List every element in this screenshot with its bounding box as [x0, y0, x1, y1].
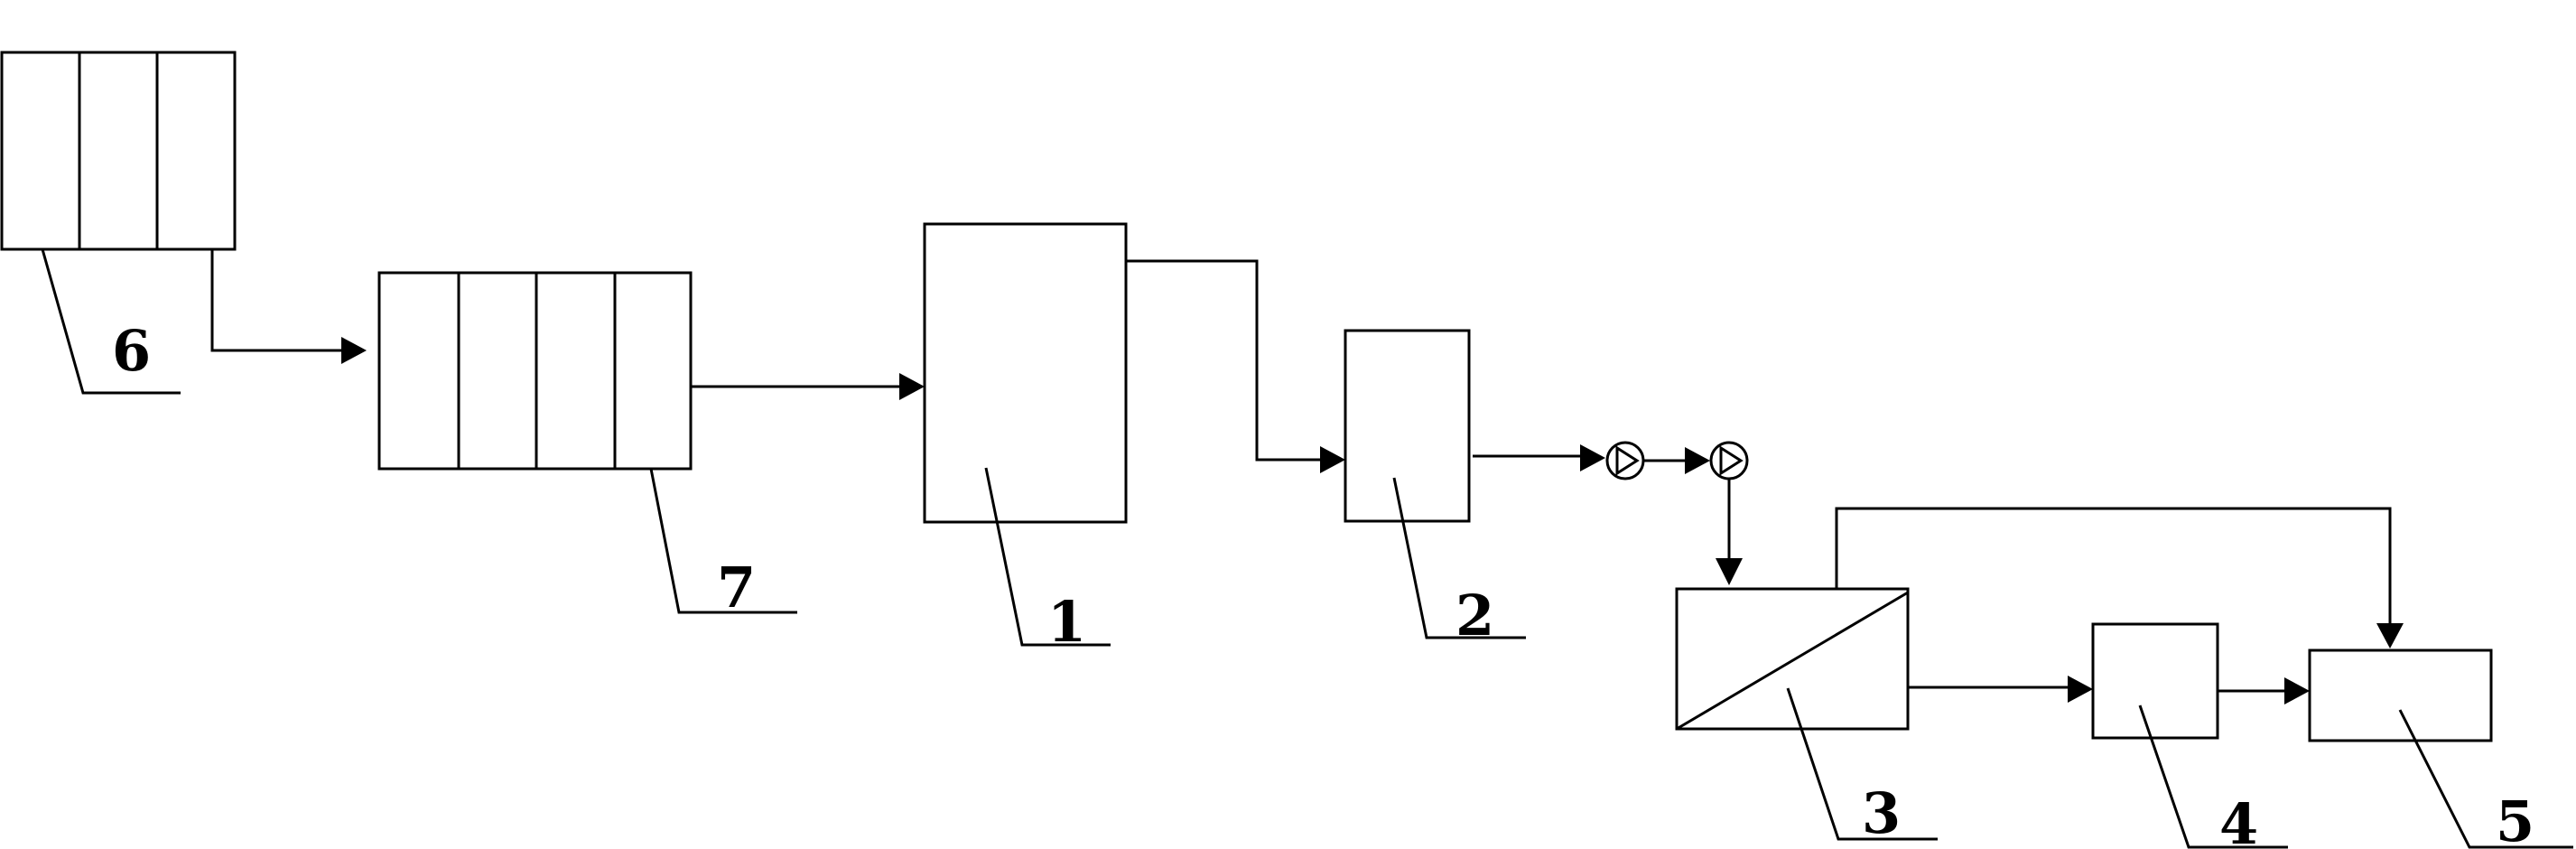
unit-5 [2308, 648, 2493, 742]
flow-3-to-4 [1908, 676, 2093, 703]
arrowhead-icon [1580, 444, 1605, 471]
flow-4-to-5 [2218, 677, 2310, 704]
arrowhead-icon [341, 337, 367, 364]
pump-icon [1709, 441, 1749, 480]
arrowhead-icon [2284, 677, 2310, 704]
flow-1-to-2 [1126, 259, 1345, 473]
unit-3 [1675, 587, 1910, 731]
leader-6 [41, 248, 181, 395]
flow-3-to-5-bypass [1835, 507, 2404, 648]
arrowhead-icon [2068, 676, 2093, 703]
pump-icon [1605, 441, 1645, 480]
label-2: 2 [1455, 583, 1494, 648]
unit-1 [923, 222, 1128, 524]
arrowhead-icon [899, 373, 925, 400]
arrowhead-icon [1320, 446, 1345, 473]
label-4: 4 [2219, 791, 2258, 849]
unit-4 [2091, 622, 2219, 740]
arrowhead-icon [1716, 558, 1743, 585]
label-1: 1 [1047, 589, 1086, 655]
leader-5 [2398, 709, 2573, 849]
leader-1 [984, 467, 1111, 647]
flow-7-to-1 [691, 373, 925, 400]
label-3: 3 [1862, 780, 1901, 846]
label-6: 6 [112, 318, 151, 384]
leader-lines [41, 248, 2573, 849]
leader-7 [649, 468, 797, 614]
unit-7 [377, 271, 693, 471]
unit-2 [1344, 329, 1471, 523]
leader-4 [2138, 704, 2288, 849]
flow-6-to-7 [210, 249, 367, 364]
arrowhead-icon [2376, 623, 2404, 648]
flow-2-to-3-via-pumps [1473, 441, 1749, 585]
leader-3 [1786, 687, 1938, 841]
label-5: 5 [2496, 788, 2534, 849]
leader-2 [1392, 477, 1526, 639]
unit-6 [0, 51, 237, 251]
arrowhead-icon [1685, 447, 1710, 474]
label-7: 7 [717, 555, 756, 620]
